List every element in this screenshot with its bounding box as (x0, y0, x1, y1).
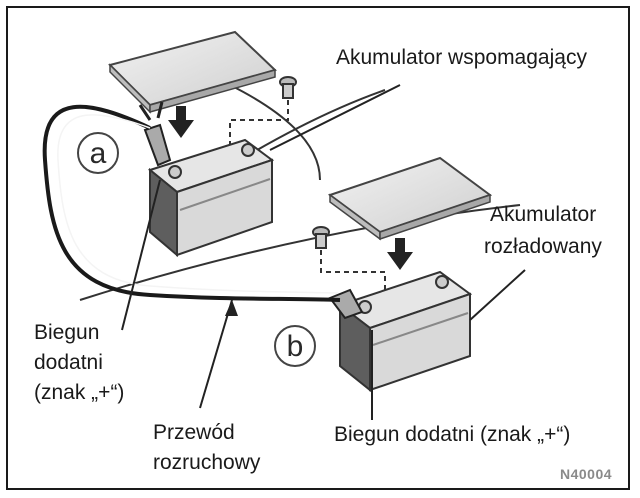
arrow-down-icon (168, 106, 194, 138)
dashed-guide (229, 100, 289, 150)
arrowhead (225, 300, 238, 316)
leader-line (199, 299, 233, 409)
marker-a-label: a (90, 137, 107, 170)
clamp-icon (328, 288, 364, 320)
figure-code: N40004 (560, 466, 613, 482)
positive-terminal-left-line3: (znak „+“) (34, 381, 125, 404)
discharged-battery-cover (327, 156, 493, 241)
marker-a: a (77, 132, 119, 174)
leader-line (469, 269, 526, 321)
dashed-guide (320, 250, 386, 290)
jumper-cable-label-line2: rozruchowy (153, 451, 261, 474)
discharged-battery (337, 270, 473, 393)
leader-line (121, 179, 161, 331)
jumper-cable (42, 104, 341, 302)
jumper-cable (57, 114, 339, 294)
clamp-icon (138, 101, 172, 167)
marker-b-label: b (287, 330, 304, 363)
jumper-cable-label-line1: Przewód (153, 421, 235, 444)
discharged-battery-label-line1: Akumulator (490, 203, 597, 226)
positive-terminal-left-line1: Biegun (34, 321, 100, 344)
bolt-icon (279, 76, 297, 99)
discharged-battery-label-line2: rozładowany (484, 235, 602, 258)
arrow-down-icon (387, 238, 413, 270)
leader-line (269, 84, 401, 151)
booster-battery-label: Akumulator wspomagający (336, 46, 587, 69)
bolt-icon (312, 226, 330, 249)
positive-terminal-right-label: Biegun dodatni (znak „+“) (334, 423, 571, 446)
positive-terminal-left-line2: dodatni (34, 351, 103, 374)
marker-b: b (274, 325, 316, 367)
booster-battery-cover (108, 30, 277, 114)
background-arc (229, 84, 321, 181)
